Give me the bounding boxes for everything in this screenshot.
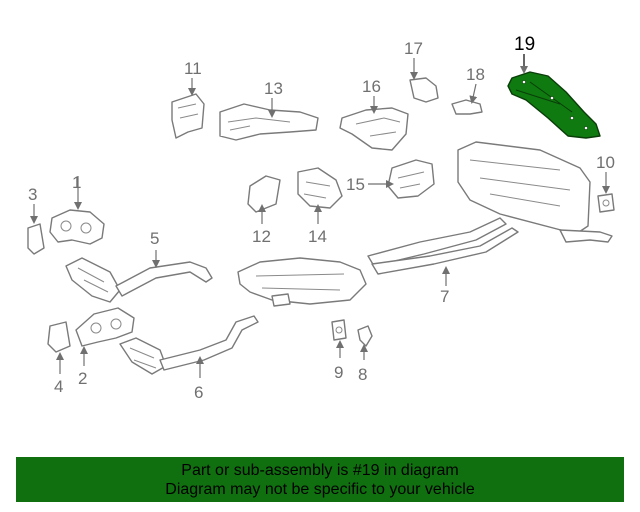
callout-2: 2 [78,369,87,388]
callout-8: 8 [358,365,367,384]
part-9-hanger: 9 [331,319,347,382]
part-11-heat-shield: 11 [171,59,205,139]
callout-7: 7 [440,287,449,306]
part-12-plate: 12 [247,175,281,246]
callout-16: 16 [362,77,381,96]
callout-9: 9 [334,363,343,382]
callout-3: 3 [28,185,37,204]
part-1-exhaust-manifold: 1 [49,173,105,245]
callout-6: 6 [194,383,203,402]
part-3-gasket: 3 [27,185,45,255]
callout-19: 19 [514,34,535,55]
part-18-bracket: 18 [451,65,485,115]
info-banner: Part or sub-assembly is #19 in diagram D… [16,457,624,502]
callout-10: 10 [596,153,615,172]
callout-5: 5 [150,229,159,248]
banner-line-2: Diagram may not be specific to your vehi… [165,480,475,498]
exhaust-system-diagram: 11 13 16 17 18 19 [27,34,615,402]
part-16-heat-shield: 16 [339,77,409,151]
part-6-front-pipe-converter: 6 [119,315,259,402]
part-17-bracket: 17 [404,39,439,103]
callout-1: 1 [72,173,81,192]
part-8-bracket: 8 [357,325,373,384]
callout-4: 4 [54,377,63,396]
callout-13: 13 [264,79,283,98]
callout-18: 18 [466,65,485,84]
part-4-gasket: 4 [47,321,71,396]
part-2-exhaust-manifold: 2 [75,307,135,388]
part-15-heat-shield: 15 [346,159,435,199]
part-10-hanger: 10 [596,153,615,213]
part-13-heat-shield: 13 [219,79,319,141]
callout-14: 14 [308,227,327,246]
part-7-rear-muffler-pipe: 7 [367,141,613,306]
callout-11: 11 [184,59,202,78]
callout-12: 12 [252,227,271,246]
part-14-heat-shield: 14 [297,167,343,246]
part-5-front-pipe-converter: 5 [65,229,213,303]
center-resonator [237,257,367,307]
callout-17: 17 [404,39,423,58]
part-19-heat-shield-highlighted: 19 [507,34,601,139]
callout-15: 15 [346,175,365,194]
banner-line-1: Part or sub-assembly is #19 in diagram [181,461,459,479]
